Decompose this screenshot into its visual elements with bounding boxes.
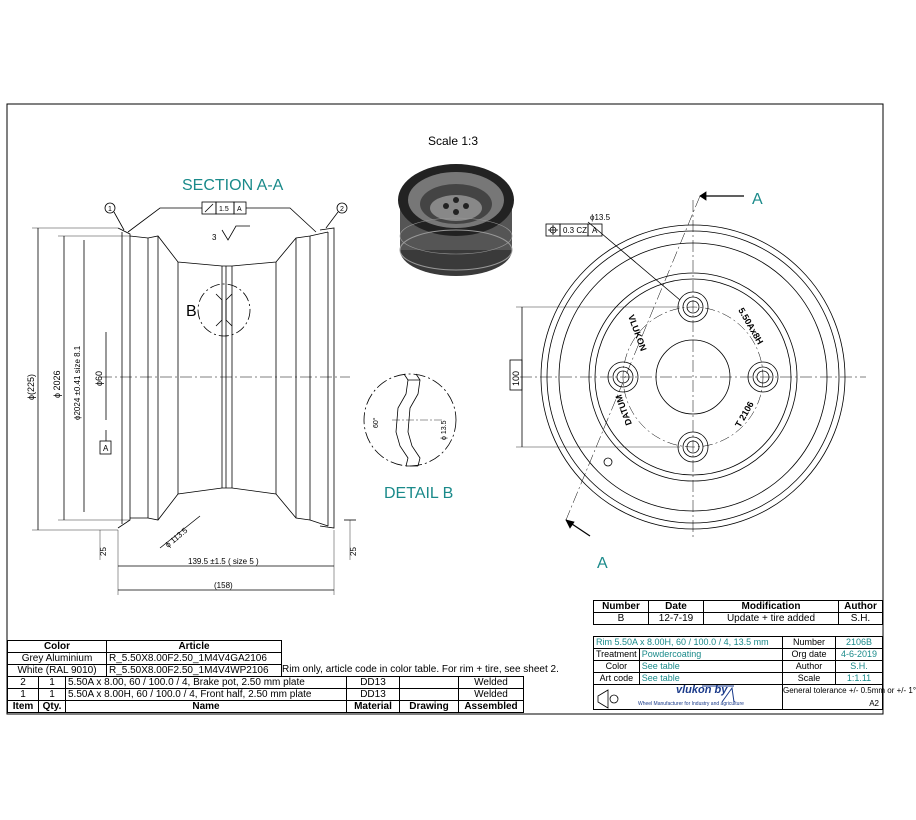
detail-view: 60° ϕ 13.5 DETAIL B xyxy=(363,373,457,502)
bolt-hole-left xyxy=(607,361,639,393)
revision-number: B xyxy=(593,612,649,625)
bolt-hole-right xyxy=(747,361,779,393)
sheet-size: A2 xyxy=(869,699,879,708)
balloon-2 xyxy=(336,202,348,214)
revision-date: 12-7-19 xyxy=(648,612,704,625)
svg-text:0.3 CZ: 0.3 CZ xyxy=(563,226,587,235)
revision-header-modification: Modification xyxy=(703,600,839,613)
svg-text:A: A xyxy=(597,555,608,572)
svg-text:25: 25 xyxy=(99,547,108,556)
drawing-sheet: SECTION A-A B 1 2 1. xyxy=(6,103,884,715)
svg-text:(158): (158) xyxy=(214,581,233,590)
svg-text:ϕ 13.5: ϕ 13.5 xyxy=(441,420,448,440)
bom-table: 2 1 5.50A x 8.00, 60 / 100.0 / 4, Brake … xyxy=(7,676,524,713)
pcd-label: 100 xyxy=(511,371,521,386)
section-title: SECTION A-A xyxy=(182,177,284,194)
color-label: Color xyxy=(593,660,640,673)
svg-text:ϕ 2026: ϕ 2026 xyxy=(52,370,62,398)
svg-text:1.5: 1.5 xyxy=(219,206,229,213)
revision-header-date: Date xyxy=(648,600,704,613)
revision-header-number: Number xyxy=(593,600,649,613)
center-bore-label: ϕ60 xyxy=(94,371,104,386)
svg-text:A: A xyxy=(103,444,109,453)
color-table: Color Article Grey Aluminium R_5.50X8.00… xyxy=(7,640,282,677)
svg-text:VLUKON: VLUKON xyxy=(626,313,648,352)
brand-name: vlukon by xyxy=(676,684,728,696)
svg-text:ϕ(225): ϕ(225) xyxy=(26,374,36,400)
svg-text:1: 1 xyxy=(108,206,112,213)
svg-text:25: 25 xyxy=(349,547,358,556)
number-label: Number xyxy=(782,636,836,649)
scale-label: Scale 1:3 xyxy=(428,134,478,148)
front-view: A A 0.3 CZ A ϕ13.5 100 VLUKON 5.50Ax8H T… xyxy=(509,191,866,572)
part-description: Rim 5.50A x 8.00H, 60 / 100.0 / 4, 13.5 … xyxy=(593,636,783,649)
org-date-label: Org date xyxy=(782,648,836,661)
sheet-border xyxy=(6,103,884,715)
svg-text:A: A xyxy=(237,206,242,213)
color-header: Color xyxy=(7,640,107,653)
color-row: Grey Aluminium R_5.50X8.00F2.50_1M4V4GA2… xyxy=(7,652,282,665)
number-value: 2106B xyxy=(835,636,883,649)
treatment-value: Powdercoating xyxy=(638,648,784,661)
scale-value: 1:1.11 xyxy=(835,672,883,685)
treatment-label: Treatment xyxy=(593,648,640,661)
svg-text:5.50Ax8H: 5.50Ax8H xyxy=(736,306,765,346)
svg-text:60°: 60° xyxy=(372,417,380,428)
svg-text:2: 2 xyxy=(340,206,344,213)
brand-tagline: Wheel Manufacturer for Industry and agri… xyxy=(638,701,744,707)
svg-text:ϕ2024 ±0.41 size 8.1: ϕ2024 ±0.41 size 8.1 xyxy=(73,345,82,420)
detail-title: DETAIL B xyxy=(384,485,453,502)
bom-row: 2 1 5.50A x 8.00, 60 / 100.0 / 4, Brake … xyxy=(7,676,524,689)
revision-table: Number Date Modification Author B 12-7-1… xyxy=(593,600,883,625)
tolerance-cell: General tolerance +/- 0.5mm or +/- 1° A2 xyxy=(782,684,916,710)
author-label: Author xyxy=(782,660,836,673)
artcode-label: Art code xyxy=(593,672,640,685)
section-view: SECTION A-A B 1 2 1. xyxy=(26,177,358,595)
detail-marker: B xyxy=(186,303,197,320)
svg-text:DATUM: DATUM xyxy=(614,393,634,426)
svg-text:139.5 ±1.5 ( size 5 ): 139.5 ±1.5 ( size 5 ) xyxy=(188,557,259,566)
svg-text:ϕ 113.5: ϕ 113.5 xyxy=(164,525,190,549)
revision-author: S.H. xyxy=(838,612,883,625)
revision-header-author: Author xyxy=(838,600,883,613)
balloon-1 xyxy=(104,202,116,214)
bom-header: Item Qty. Name Material Drawing Assemble… xyxy=(7,700,524,713)
color-value: See table xyxy=(638,660,784,673)
color-table-note: Rim only, article code in color table. F… xyxy=(282,664,559,675)
title-block: Rim 5.50A x 8.00H, 60 / 100.0 / 4, 13.5 … xyxy=(593,636,916,710)
svg-text:A: A xyxy=(592,226,598,235)
artcode-value: See table xyxy=(638,672,784,685)
hole-dia-label: ϕ13.5 xyxy=(590,213,611,222)
revision-row: B 12-7-19 Update + tire added S.H. xyxy=(593,612,883,625)
color-row: White (RAL 9010) R_5.50X8.00F2.50_1M4V4W… xyxy=(7,664,282,677)
svg-text:3: 3 xyxy=(212,233,217,242)
bom-row: 1 1 5.50A x 8.00H, 60 / 100.0 / 4, Front… xyxy=(7,688,524,701)
wheel-render: Scale 1:3 xyxy=(398,134,514,276)
svg-text:A: A xyxy=(752,191,763,208)
scale-label-cell: Scale xyxy=(782,672,836,685)
general-tolerance: General tolerance +/- 0.5mm or +/- 1° xyxy=(783,686,916,695)
org-date-value: 4-6-2019 xyxy=(835,648,883,661)
author-value: S.H. xyxy=(835,660,883,673)
article-header: Article xyxy=(106,640,282,653)
brand-cell: vlukon by Wheel Manufacturer for Industr… xyxy=(593,684,783,710)
revision-modification: Update + tire added xyxy=(703,612,839,625)
